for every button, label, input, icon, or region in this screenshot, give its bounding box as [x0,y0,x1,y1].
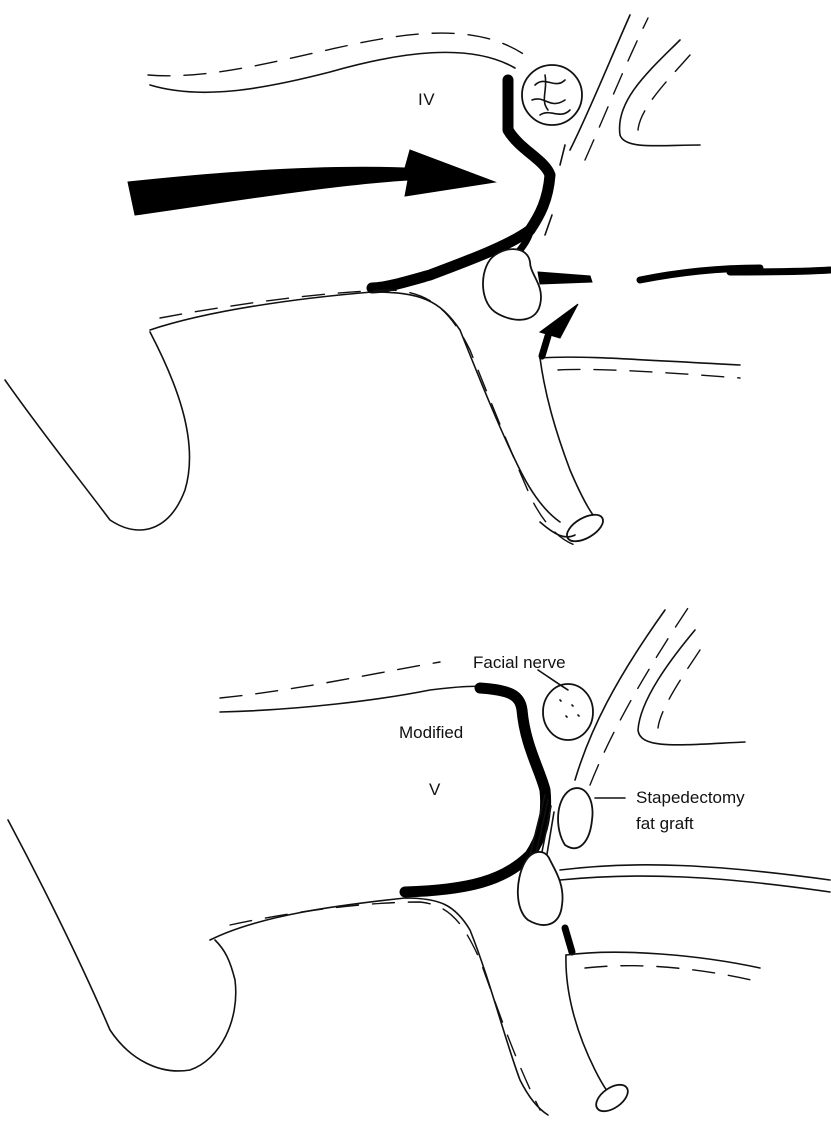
stapedectomy-label: Stapedectomy [636,789,745,806]
panel-iv-label: IV [418,91,435,108]
black-link-lower [565,928,572,952]
right-lower-structure [540,358,600,522]
ossicle-lower [518,852,563,925]
facial-nerve-lower [543,684,593,740]
stapedectomy-fat-graft [558,788,593,848]
right-loop-dashed-v [658,650,700,728]
fat-graft-label: fat graft [636,815,694,832]
right-lower-outline [540,357,740,365]
left-lobe-lower [8,820,236,1071]
facial-nerve-upper [522,65,582,125]
right-lower-outline-v [566,952,760,968]
panel-v-label-modified: Modified [399,724,463,741]
right-small-loop-dashed [638,55,690,130]
tube-end-upper [563,509,608,546]
direction-arrow-large [128,150,495,215]
black-link-upper [542,336,548,356]
right-small-loop [620,40,700,146]
pointer-arrow-small-2 [540,304,578,338]
ossicle-upper [483,249,541,320]
horizontal-band-v-2 [560,876,830,892]
facial-nerve-leader [538,670,568,690]
panel-v-drawing [8,605,830,1117]
canal-wall-upper-v [220,686,505,712]
facial-nerve-label: Facial nerve [473,654,566,671]
detached-stroke-right-2 [730,270,830,272]
canal-wall-upper [150,52,515,92]
right-loop-v [638,630,745,745]
pointer-arrow-small-1 [538,272,592,284]
canal-floor-dashed-lower [230,902,540,1110]
right-lower-dashed [558,369,740,378]
canal-floor-dashed-upper [160,290,575,545]
right-upper-curve-dashed [585,18,648,160]
left-lobe-upper [5,332,190,530]
canal-skin-dashed-upper-v [220,662,440,698]
right-lower-dashed-v [585,966,760,982]
tube-end-lower [592,1079,633,1116]
right-lower-structure-v [566,955,615,1100]
panel-v-label: V [429,781,441,798]
right-curve-dashed-v [590,605,690,785]
canal-floor-upper [150,292,560,522]
